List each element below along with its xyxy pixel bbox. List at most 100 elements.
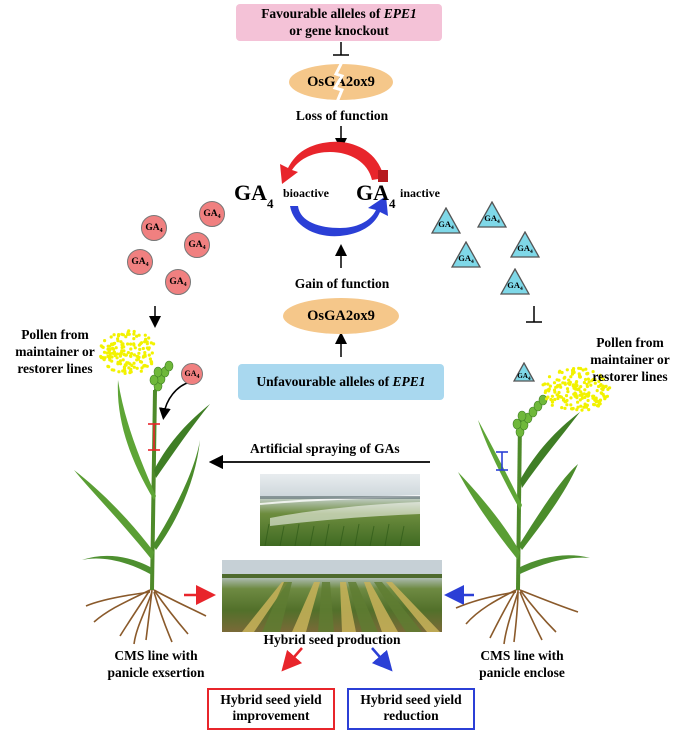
pollen-dot: [118, 352, 122, 356]
pollen-dot: [150, 351, 154, 355]
pollen-dot: [137, 351, 141, 355]
pollen-dot: [584, 367, 588, 371]
pollen-dots-left-cloud: [99, 329, 156, 375]
pollen-dot: [563, 375, 567, 379]
left-plant: [74, 360, 210, 645]
pollen-dot: [596, 404, 601, 408]
cms-right-line1: CMS line with: [480, 648, 564, 663]
pollen-dot: [601, 388, 605, 392]
ga4-circle-label: GA: [169, 277, 184, 287]
pollen-dot: [585, 403, 590, 407]
pollen-dot: [107, 350, 111, 354]
pollen-dot: [139, 369, 143, 373]
ga4-triangle-sub: 4: [497, 218, 500, 225]
pollen-dot: [116, 339, 120, 343]
ga4-inactive-triangle: GA4: [450, 240, 482, 268]
pollen-dot: [115, 352, 119, 356]
pollen-dot: [576, 400, 580, 404]
pollen-dot: [106, 354, 110, 358]
pollen-dot: [571, 406, 575, 411]
ga4-triangle-label: GA: [507, 279, 520, 290]
outcome-left-line2: improvement: [232, 708, 310, 723]
ga4-triangle-sub: 4: [520, 285, 523, 292]
pollen-dot: [143, 340, 147, 344]
pollen-dot: [112, 347, 116, 351]
pollen-dot: [547, 389, 551, 393]
ga4-triangle-label: GA: [484, 212, 497, 223]
pollen-dot: [141, 346, 145, 351]
pollen-dot: [587, 408, 591, 412]
pollen-dot: [587, 393, 591, 397]
break-mark: [332, 62, 345, 102]
bioactive-label: bioactive: [283, 186, 329, 200]
ga4-left-sub: 4: [267, 196, 274, 211]
pollen-dot: [147, 346, 151, 350]
ga4-right-sub: 4: [389, 196, 396, 211]
pollen-dot: [595, 399, 599, 403]
pollen-dot: [575, 408, 579, 412]
pollen-dot: [129, 352, 134, 356]
pollen-dot: [546, 382, 550, 386]
ga4-triangle-label: GA: [517, 242, 530, 253]
ga4-circle-sub: 4: [196, 374, 200, 380]
red-cycle-arrow: [280, 141, 384, 184]
pollen-dots-right: [541, 366, 612, 412]
pollen-dot: [135, 334, 139, 338]
ga4-circle-label: GA: [203, 209, 218, 219]
ga4-triangle-sub: 4: [471, 258, 474, 265]
pollen-dot: [605, 394, 610, 398]
pollen-dot: [557, 390, 561, 395]
pollen-label-right: Pollen from maintainer or restorer lines: [577, 334, 683, 385]
pollen-dot: [598, 398, 603, 402]
pollen-dot: [147, 336, 151, 340]
pollen-dot: [132, 332, 136, 336]
pollen-dot: [117, 333, 121, 337]
pollen-dot: [126, 351, 130, 355]
pollen-dot: [565, 403, 569, 407]
pollen-dot: [124, 335, 128, 339]
pollen-dot: [590, 379, 594, 383]
ga4-inactive: GA4: [356, 180, 396, 212]
pollen-dot: [562, 397, 566, 401]
pollen-dot: [121, 358, 125, 362]
pollen-dot: [119, 340, 123, 344]
pollen-dot: [114, 346, 118, 350]
pollen-dot: [143, 333, 147, 337]
ga4-inactive-triangle: GA4: [509, 230, 541, 258]
pollen-dot: [569, 403, 573, 407]
pollen-dot: [133, 346, 137, 350]
ga4-inactive-triangle: GA4: [430, 206, 462, 234]
pollen-left-line2: maintainer or: [15, 344, 95, 359]
pollen-dot: [132, 365, 136, 369]
gain-of-function-label: Gain of function: [294, 276, 390, 291]
pollen-dot: [142, 354, 146, 358]
pollen-dot: [593, 398, 597, 402]
pollen-dot: [118, 361, 122, 365]
pollen-dot: [122, 352, 126, 357]
pollen-right-line3: restorer lines: [592, 369, 668, 384]
pollen-dot: [142, 364, 146, 368]
ga4-bioactive-circle: GA4: [127, 249, 153, 275]
pollen-dot: [559, 395, 564, 399]
pollen-dot: [138, 360, 143, 364]
inactive-label: inactive: [400, 186, 440, 200]
pollen-dot: [110, 359, 114, 363]
pollen-dot: [135, 358, 139, 362]
pollen-dot: [560, 406, 564, 410]
pollen-dot: [138, 347, 142, 351]
pollen-right-line2: maintainer or: [590, 352, 670, 367]
pollen-dot: [556, 393, 560, 398]
pollen-dot: [567, 378, 571, 382]
ga4-circle-sub: 4: [217, 214, 221, 220]
pollen-dot: [564, 399, 568, 404]
outcome-left-line1: Hybrid seed yield: [220, 692, 322, 707]
ga4-circle-sub: 4: [159, 228, 163, 234]
enzyme-bottom-label: OsGA2ox9: [307, 308, 375, 324]
bottom-box-prefix: Unfavourable alleles of: [256, 374, 393, 389]
pollen-dot: [608, 386, 612, 390]
pollen-dot: [107, 365, 111, 369]
pollen-dot: [579, 385, 583, 389]
pollen-dot: [571, 384, 575, 388]
ga4-triangle-sub: 4: [527, 376, 531, 382]
pollen-dot: [587, 391, 591, 395]
